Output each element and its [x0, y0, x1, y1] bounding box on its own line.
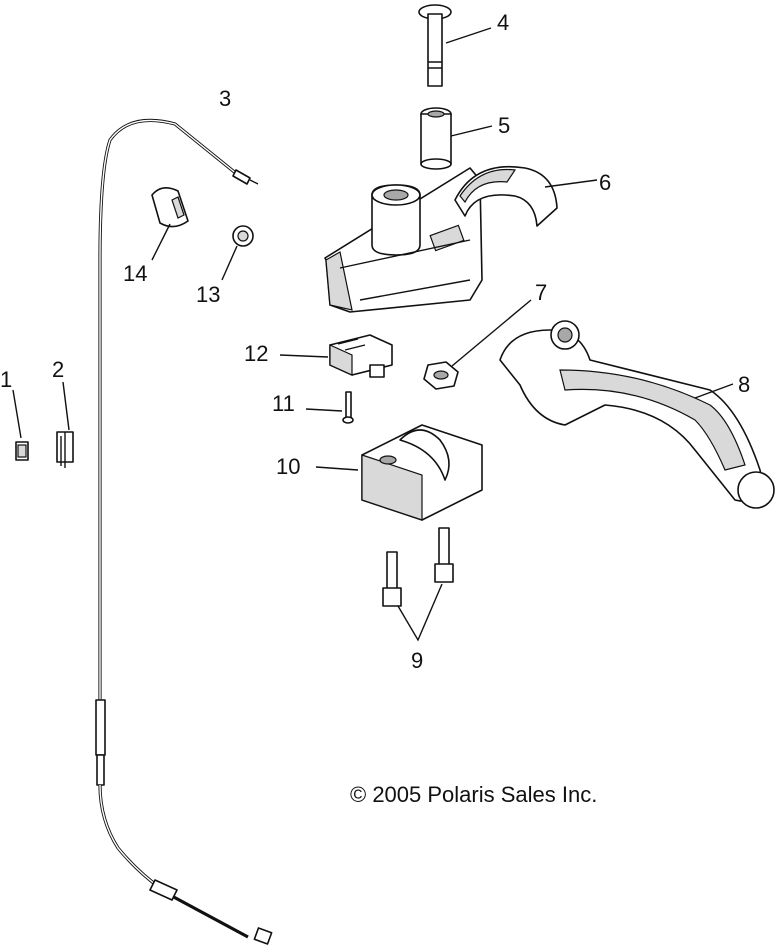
part-9-screws	[382, 527, 454, 642]
part-13-ferrule	[221, 225, 254, 281]
part-10-clamp	[315, 424, 483, 521]
callout-11: 11	[272, 391, 295, 416]
callout-10: 10	[276, 454, 300, 479]
callout-9: 9	[411, 648, 423, 673]
part-7-nut	[423, 299, 532, 390]
callout-6: 6	[599, 170, 611, 195]
part-4-bolt	[418, 4, 492, 87]
copyright-notice: © 2005 Polaris Sales Inc.	[350, 782, 597, 807]
callout-13: 13	[196, 282, 220, 307]
callout-1: 1	[0, 367, 12, 392]
part-6-housing	[324, 165, 598, 313]
callout-8: 8	[738, 372, 750, 397]
part-14-bushing	[151, 187, 189, 261]
part-2-sleeve	[56, 381, 74, 468]
callout-labels: 1 2 3 4 5 6 7 8 9 10 11 12 13 14	[0, 10, 750, 673]
part-12-switch	[279, 334, 393, 378]
callout-2: 2	[52, 357, 64, 382]
callout-14: 14	[123, 261, 147, 286]
part-5-spacer	[420, 107, 493, 170]
part-11-screw	[305, 391, 354, 424]
part-1-clip	[12, 389, 29, 461]
callout-5: 5	[498, 113, 510, 138]
part-8-lever	[499, 320, 775, 509]
part-3-cable	[95, 118, 273, 945]
callout-12: 12	[244, 341, 268, 366]
callout-4: 4	[497, 10, 509, 35]
callout-3: 3	[219, 86, 231, 111]
callout-7: 7	[535, 280, 547, 305]
